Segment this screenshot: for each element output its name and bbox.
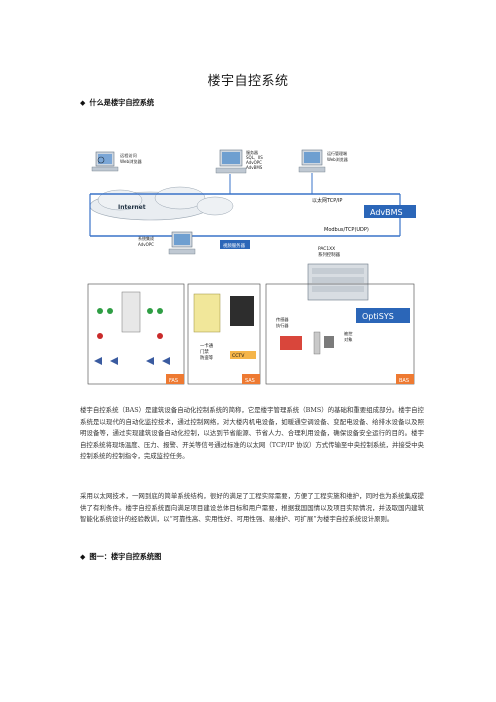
remote-browser-label-1: 远程访问 bbox=[120, 152, 137, 159]
fas-label: FAS bbox=[169, 378, 178, 384]
pac-controller: PAC1XX 系列控制器 bbox=[307, 246, 369, 301]
sas-tag bbox=[242, 374, 260, 384]
paragraph-design-principles: 采用以太网技术，一网到底的简单系统结构，很好的满足了工程实际需要，方便了工程实施… bbox=[80, 492, 424, 524]
optisys-banner bbox=[356, 308, 410, 323]
door-access-label-2: 门禁 bbox=[200, 348, 209, 355]
server-label-4: AdvBMS bbox=[246, 165, 263, 170]
sas-box bbox=[187, 283, 261, 385]
door-access-label-1: 一卡通 bbox=[200, 342, 214, 349]
internet-label: Internet bbox=[118, 204, 146, 211]
sensor-label-1: 传感器 bbox=[276, 316, 289, 323]
remote-browser-computer: 远程访问 Web浏览器 bbox=[91, 151, 143, 172]
page-title: 楼宇自控系统 bbox=[207, 74, 289, 89]
section-heading-what-is: ◆什么是楼宇自控系统 bbox=[80, 98, 154, 108]
bas-box bbox=[265, 283, 415, 385]
diamond-bullet-icon: ◆ bbox=[80, 99, 86, 107]
cctv-label: CCTV bbox=[232, 353, 245, 359]
paragraph-intro: 楼宇自控系统（BAS）是建筑设备自动化控制系统的简称，它是楼宇管理系统（BMS）… bbox=[80, 406, 424, 461]
controlled-label-2: 对象 bbox=[344, 336, 352, 342]
section-heading-text: 图一：楼宇自控系统图 bbox=[89, 552, 162, 561]
magnifier-icon bbox=[97, 156, 105, 164]
ethernet-label: 以太网TCP/IP bbox=[312, 197, 342, 204]
sensor-label-2: 执行器 bbox=[276, 322, 289, 329]
server-label-3: AdvOPC bbox=[246, 160, 262, 165]
diamond-bullet-icon: ◆ bbox=[80, 553, 86, 561]
section-heading-text: 什么是楼宇自控系统 bbox=[89, 98, 155, 107]
bas-label: BAS bbox=[399, 378, 409, 384]
integration-label-2: AdvOPC bbox=[138, 242, 154, 247]
pac-label-1: PAC1XX bbox=[318, 246, 335, 252]
pac-label-2: 系列控制器 bbox=[318, 251, 341, 258]
runtime-label-2: Web浏览器 bbox=[327, 156, 348, 162]
modbus-label: Modbus/TCP(UDP) bbox=[324, 227, 369, 233]
runtime-label-1: 运行管理端 bbox=[327, 150, 347, 156]
system-diagram: Internet 远程访问 Web浏览器 服务器 SQL、IIS AdvOPC … bbox=[87, 149, 416, 385]
system-integration-computer: 系统集成 AdvOPC bbox=[138, 231, 196, 255]
server-computer: 服务器 SQL、IIS AdvOPC AdvBMS bbox=[215, 149, 263, 174]
optisys-label: OptiSYS bbox=[362, 312, 394, 321]
section-heading-figure: ◆图一：楼宇自控系统图 bbox=[80, 552, 161, 562]
bas-tag bbox=[396, 374, 414, 384]
advbms-banner bbox=[364, 205, 416, 218]
internet-cloud: Internet bbox=[89, 186, 234, 221]
advbms-label: AdvBMS bbox=[370, 208, 403, 217]
controlled-label-1: 被控 bbox=[344, 330, 353, 337]
door-access-label-3: 防盗等 bbox=[200, 354, 214, 361]
sas-label: SAS bbox=[245, 378, 255, 384]
runtime-management-computer: 运行管理端 Web浏览器 bbox=[298, 149, 348, 173]
server-label-1: 服务器 bbox=[246, 149, 258, 155]
fas-box bbox=[87, 283, 185, 385]
fas-tag bbox=[166, 374, 184, 384]
server-label-2: SQL、IIS bbox=[246, 155, 263, 160]
remote-browser-label-2: Web浏览器 bbox=[120, 158, 143, 165]
integration-label-1: 系统集成 bbox=[138, 235, 154, 241]
video-server-box bbox=[220, 240, 250, 249]
video-server-label: 视频服务器 bbox=[223, 242, 246, 249]
